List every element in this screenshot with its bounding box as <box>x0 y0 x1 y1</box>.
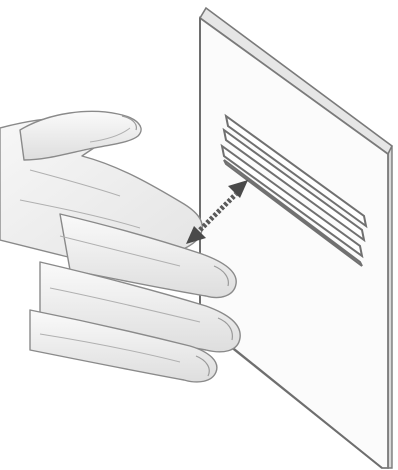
panel-front-face <box>200 18 388 468</box>
